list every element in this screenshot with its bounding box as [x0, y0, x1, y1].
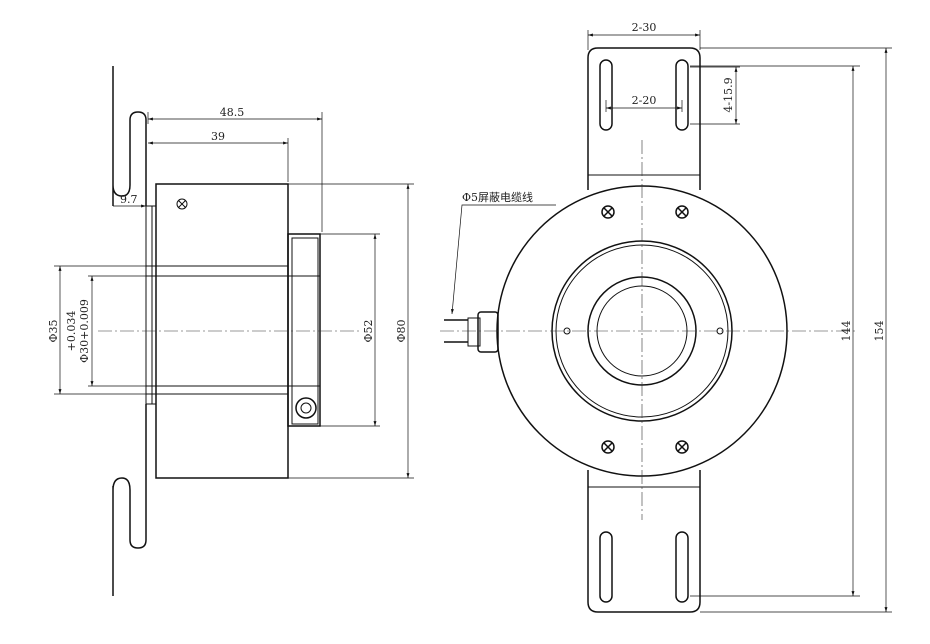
dim-bore-outer: Φ35 [47, 319, 60, 342]
dim-slot-spacing-inner: 2-20 [632, 94, 657, 107]
dim-slot-pitch: 144 [840, 321, 853, 342]
dim-body-dia: Φ80 [395, 319, 408, 342]
slot-bottom-right [675, 531, 689, 603]
dim-slot-spacing-top: 2-30 [632, 21, 657, 34]
dim-flange-offset: 9.7 [120, 193, 138, 206]
dim-hub-dia: Φ52 [362, 319, 375, 342]
body-screw-icon [176, 198, 188, 210]
slot-top-left [599, 59, 613, 131]
flange-plate [145, 205, 153, 405]
dim-length-total: 48.5 [220, 106, 245, 119]
dim-bore-inner: Φ30+0.009 [78, 299, 91, 363]
hub-screw [295, 397, 317, 419]
dim-overall-height: 154 [873, 321, 886, 342]
screw-bottom-right-icon [675, 440, 689, 454]
spring-clip-bottom [112, 404, 147, 596]
slot-bottom-left [599, 531, 613, 603]
hub [287, 233, 321, 427]
dim-length-body: 39 [211, 130, 225, 143]
cable [444, 311, 499, 353]
spring-clip-top [112, 66, 147, 206]
bracket-bottom [587, 470, 701, 613]
screw-top-left-icon [601, 205, 615, 219]
dim-bore-tolerance: +0.034 [65, 311, 78, 352]
front-view: Φ5屏蔽电缆线 2-30 2-20 4-15.9 144 154 [440, 21, 892, 613]
slot-top-right [675, 59, 689, 131]
screw-bottom-left-icon [601, 440, 615, 454]
side-view: 48.5 39 9.7 Φ35 +0.034 Φ30+0.009 Φ52 Φ80 [47, 66, 414, 596]
dim-slot-length: 4-15.9 [722, 77, 735, 112]
bracket-top [587, 47, 701, 190]
screw-top-right-icon [675, 205, 689, 219]
cable-label: Φ5屏蔽电缆线 [462, 190, 533, 204]
